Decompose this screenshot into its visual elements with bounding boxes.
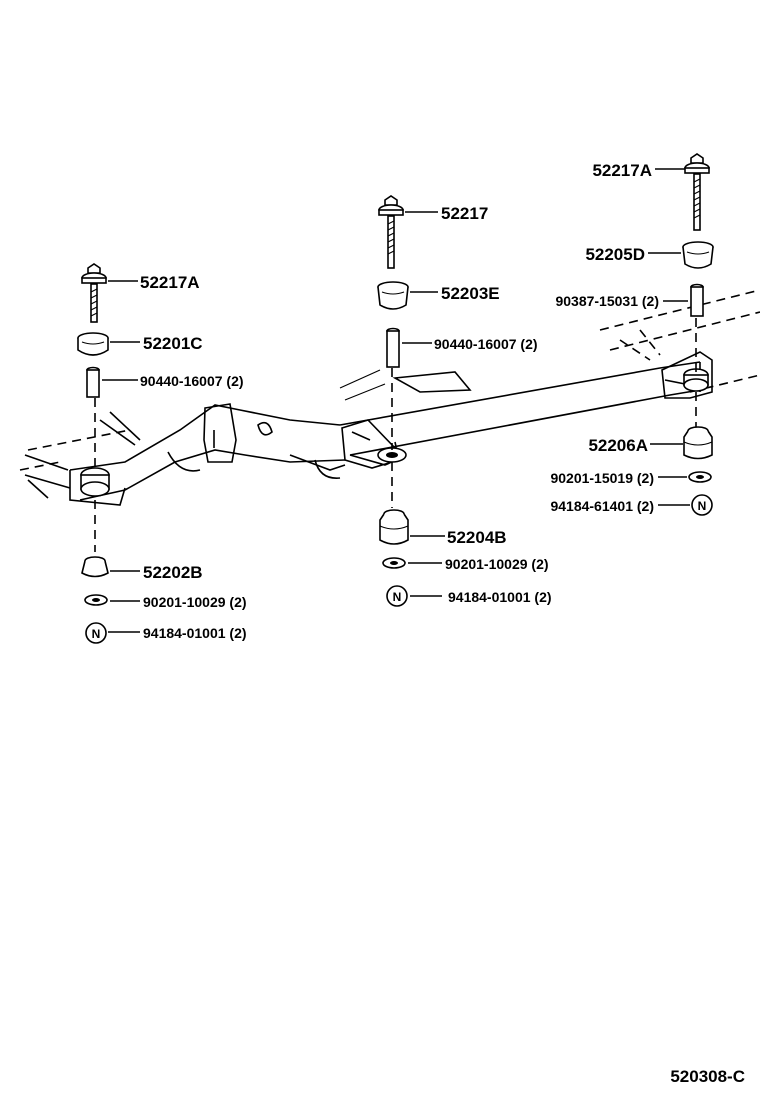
nut-mark-center: N [393, 590, 402, 604]
alignment-lines [94, 318, 697, 552]
callout-left-washer: 90201-10029 (2) [143, 594, 247, 610]
mount-point-left [80, 467, 110, 497]
mount-point-right [683, 368, 709, 392]
callout-left-bolt: 52217A [140, 273, 200, 292]
part-cushion-lower-left[interactable] [81, 556, 109, 578]
part-sleeve-center[interactable] [386, 327, 400, 368]
callout-center-cushion-lower: 52204B [447, 528, 507, 547]
frame-rail-outline [19, 289, 760, 471]
callout-left-cushion-upper: 52201C [143, 334, 203, 353]
part-sleeve-right[interactable] [690, 283, 704, 317]
part-washer-center[interactable] [382, 557, 406, 569]
callout-center-washer: 90201-10029 (2) [445, 556, 549, 572]
part-cushion-lower-right[interactable] [683, 426, 713, 460]
callout-right-cushion-lower: 52206A [588, 436, 648, 455]
callout-center-bolt: 52217 [441, 204, 488, 223]
part-bolt-right[interactable] [684, 153, 710, 231]
part-sleeve-left[interactable] [86, 366, 100, 398]
callout-left-sleeve: 90440-16007 (2) [140, 373, 244, 389]
part-washer-right[interactable] [688, 471, 712, 483]
part-nut-right[interactable]: N [691, 494, 713, 516]
callout-right-nut: 94184-61401 (2) [550, 498, 654, 514]
part-bolt-center[interactable] [378, 195, 404, 269]
part-cushion-upper-center[interactable] [377, 281, 409, 310]
part-cushion-upper-right[interactable] [682, 241, 714, 269]
nut-mark-right: N [698, 499, 707, 513]
part-nut-left[interactable]: N [85, 622, 107, 644]
diagram-code: 520308-C [670, 1067, 745, 1086]
callout-right-sleeve: 90387-15031 (2) [555, 293, 659, 309]
callout-center-cushion-upper: 52203E [441, 284, 500, 303]
callout-left-cushion-lower: 52202B [143, 563, 203, 582]
callout-center-sleeve: 90440-16007 (2) [434, 336, 538, 352]
callout-right-bolt: 52217A [592, 161, 652, 180]
part-cushion-lower-center[interactable] [379, 509, 409, 545]
callout-left-nut: 94184-01001 (2) [143, 625, 247, 641]
nut-mark-left: N [92, 627, 101, 641]
callout-center-nut: 94184-01001 (2) [448, 589, 552, 605]
part-cushion-upper-left[interactable] [77, 332, 109, 356]
part-nut-center[interactable]: N [386, 585, 408, 607]
callout-right-cushion-upper: 52205D [585, 245, 645, 264]
mount-point-center [377, 447, 407, 463]
callout-right-washer: 90201-15019 (2) [550, 470, 654, 486]
part-washer-left[interactable] [84, 594, 108, 606]
part-bolt-left[interactable] [81, 263, 107, 323]
